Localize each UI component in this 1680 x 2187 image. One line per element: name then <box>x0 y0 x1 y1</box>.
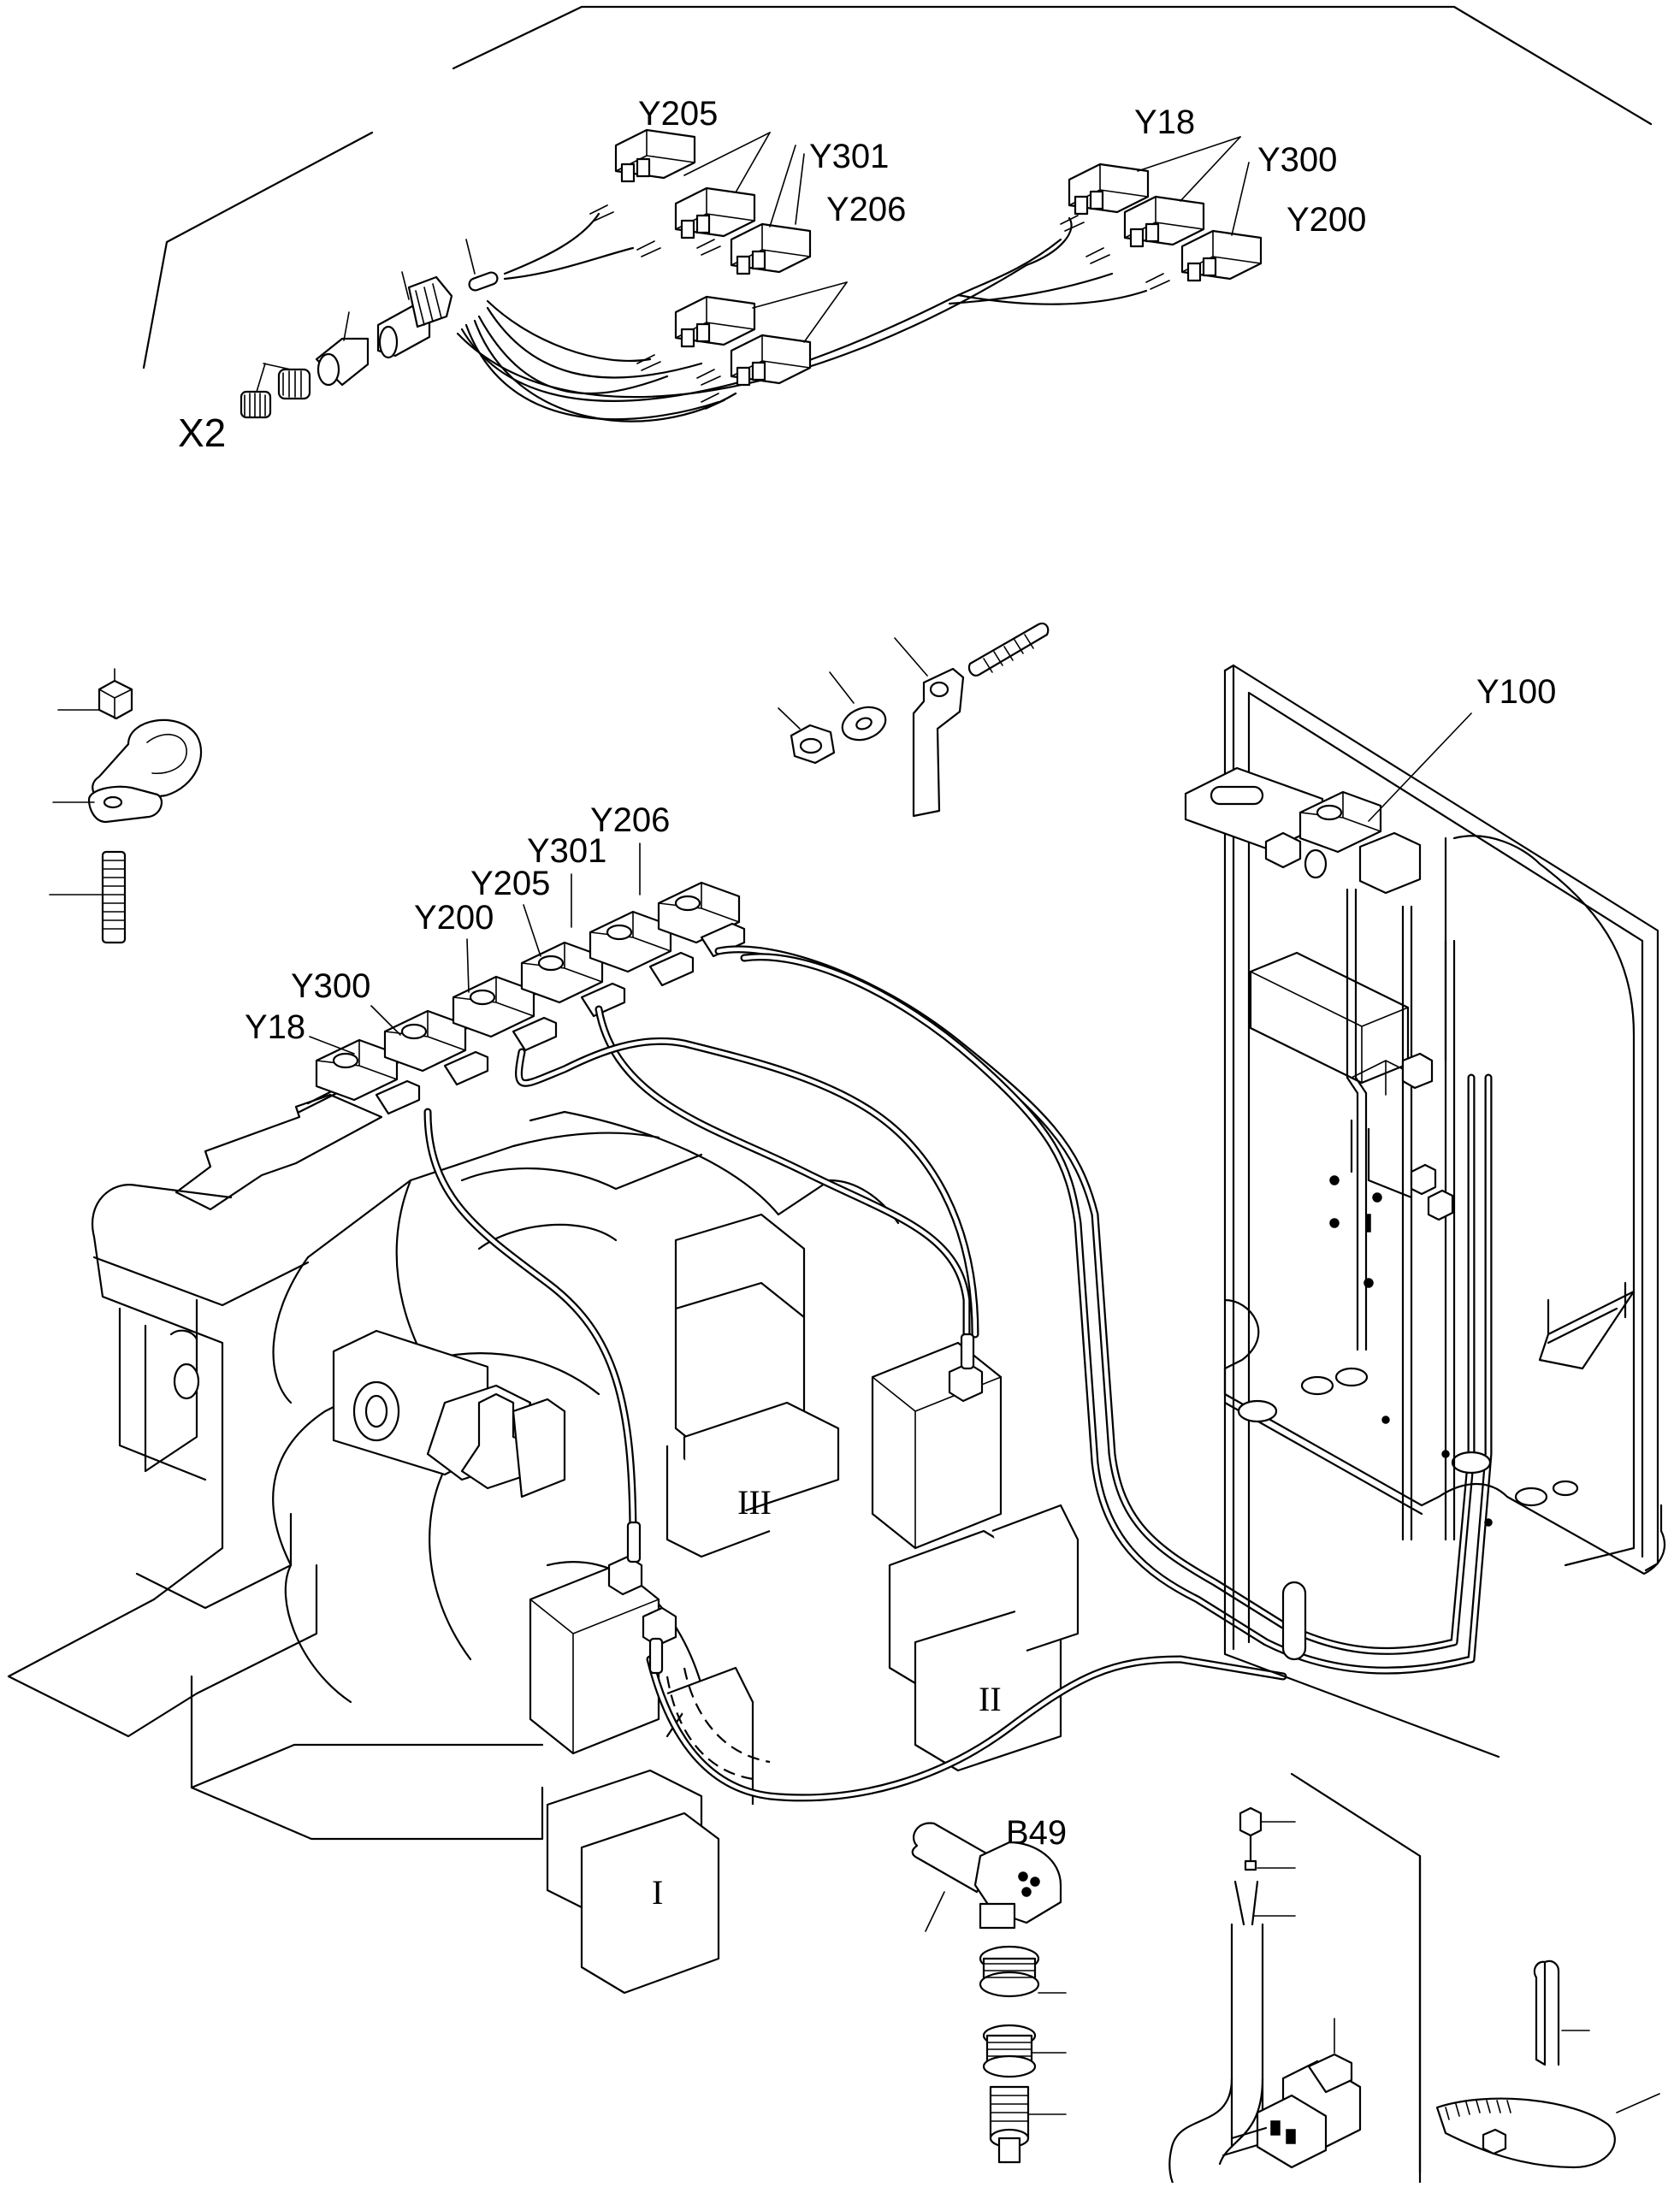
x2-plug-body <box>407 275 453 328</box>
clamp-hardware-group <box>49 668 203 944</box>
hydraulic-lines <box>423 945 1493 1802</box>
cable-detail-group <box>1168 1772 1660 2187</box>
harness-connector-y18 <box>1068 163 1150 216</box>
harness-detail: X2 <box>142 5 1653 455</box>
valve-label-y206: Y206 <box>590 801 670 839</box>
y100-valve <box>1264 790 1422 895</box>
b49-sensor-head <box>973 1841 1062 1924</box>
x2-connector-parts <box>240 239 499 419</box>
control-panel: Y100 <box>1184 664 1665 1758</box>
harness-frame-top <box>452 5 1653 126</box>
harness-connector-y206 <box>730 222 812 275</box>
transmission-housing: III II I <box>7 1110 1080 1995</box>
harness-label-y206: Y206 <box>826 191 906 228</box>
valve-label-y200: Y200 <box>414 899 494 937</box>
b49-sensor-group: B49 <box>911 1814 1067 2164</box>
valve-y300 <box>383 1009 489 1086</box>
valve-label-y301: Y301 <box>527 832 606 870</box>
harness-label-y301: Y301 <box>809 138 889 175</box>
harness-connector-y205 <box>614 128 696 183</box>
ground-strap-icon <box>912 667 965 818</box>
harness-connector-y300 <box>1123 195 1205 248</box>
housing-bolt-hole <box>173 1362 200 1400</box>
clutch-housing-i: I <box>529 1563 754 1995</box>
cable-terminal <box>1239 1806 1263 1837</box>
valve-y205 <box>520 941 626 1018</box>
harness-label-y200: Y200 <box>1287 201 1366 239</box>
harness-connector-y200 <box>1180 229 1263 282</box>
harness-wires <box>456 204 1170 423</box>
cable-sleeve <box>1533 1960 1547 2066</box>
harness-label-y205: Y205 <box>638 95 718 133</box>
valve-label-y205: Y205 <box>470 865 550 902</box>
harness-frame-left <box>142 131 374 369</box>
x2-spring-large <box>277 368 311 400</box>
valve-label-y18: Y18 <box>245 1008 305 1046</box>
solenoid-valve-block: Y206 Y301 Y205 Y200 Y300 Y18 <box>175 801 746 1211</box>
x2-sleeve <box>315 337 370 387</box>
harness-label-y18: Y18 <box>1134 103 1195 141</box>
cable-connector-plug <box>1222 2018 1362 2169</box>
clutch-housing-iii: III <box>665 1213 840 1558</box>
x2-spring-small <box>240 390 272 419</box>
clutch-label-i: I <box>652 1873 663 1912</box>
harness-connector-y301 <box>674 186 756 239</box>
harness-label-y300: Y300 <box>1257 141 1337 179</box>
valve-mounting-plate <box>175 1093 383 1211</box>
x2-label: X2 <box>178 411 226 455</box>
bolt-icon <box>967 622 1050 677</box>
x2-pin <box>468 271 499 292</box>
harness-connector-mid-1 <box>674 295 756 348</box>
clutch-housing-ii: II <box>871 1341 1080 1772</box>
harness-connector-mid-2 <box>730 334 812 387</box>
ground-strap-hardware-group <box>778 622 1050 818</box>
cable-tie-icon <box>1435 2097 1616 2169</box>
y100-label: Y100 <box>1476 673 1556 711</box>
valve-y206 <box>657 881 746 958</box>
clutch-label-iii: III <box>737 1483 772 1522</box>
hex-nut-icon <box>98 679 133 720</box>
clutch-label-ii: II <box>979 1680 1002 1718</box>
valve-label-y300: Y300 <box>291 967 370 1005</box>
